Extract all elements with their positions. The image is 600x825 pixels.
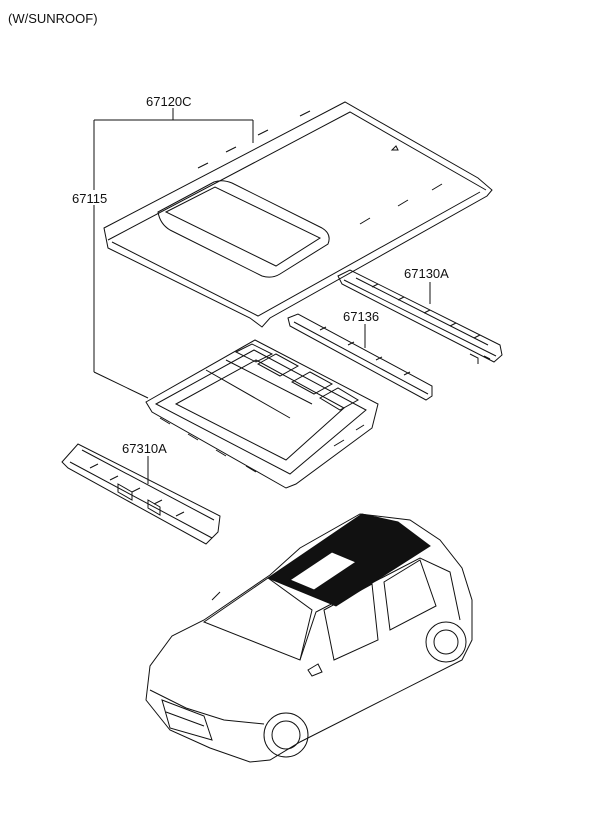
front-rail [61,443,221,545]
roof-bow [287,313,433,401]
part-label-roof-bow: 67136 [343,309,380,324]
rear-rail [337,269,503,364]
leader-lines [93,108,431,484]
part-label-roof-panel: 67120C [146,94,192,109]
part-label-frame-assembly: 67115 [72,191,108,206]
part-label-front-rail: 67310A [122,441,167,456]
sunroof-glass [288,551,358,591]
part-label-rear-rail: 67130A [404,266,449,281]
car-illustration [145,513,473,763]
sunroof-frame [145,339,379,489]
roof-panel [103,101,493,328]
variant-note: (W/SUNROOF) [8,11,98,26]
